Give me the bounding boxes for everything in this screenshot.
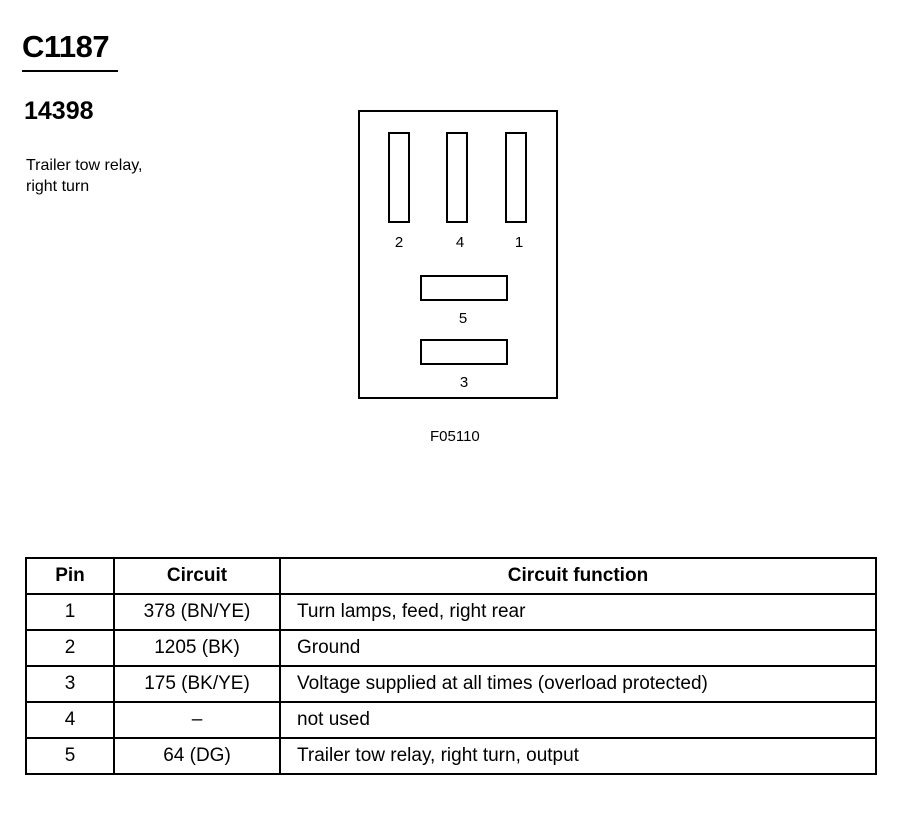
- connector-title: C1187: [22, 29, 110, 64]
- cell-pin: 4: [25, 701, 115, 739]
- table-row: 1 378 (BN/YE) Turn lamps, feed, right re…: [25, 593, 877, 631]
- description-line: Trailer tow relay,: [26, 157, 143, 174]
- cell-pin: 2: [25, 629, 115, 667]
- cell-function: Ground: [279, 629, 877, 667]
- table-row: 5 64 (DG) Trailer tow relay, right turn,…: [25, 737, 877, 775]
- table-header-row: Pin Circuit Circuit function: [25, 557, 877, 595]
- figure-code: F05110: [430, 428, 480, 445]
- cell-pin: 5: [25, 737, 115, 775]
- table-row: 3 175 (BK/YE) Voltage supplied at all ti…: [25, 665, 877, 703]
- pin-label-top-middle: 4: [455, 234, 465, 251]
- pinout-table: Pin Circuit Circuit function 1 378 (BN/Y…: [25, 557, 877, 775]
- connector-face-diagram: 2 4 1 5 3: [358, 110, 558, 399]
- header-pin: Pin: [25, 557, 115, 595]
- title-underline: [22, 70, 118, 72]
- cell-function: Voltage supplied at all times (overload …: [279, 665, 877, 703]
- cell-function: Trailer tow relay, right turn, output: [279, 737, 877, 775]
- cell-pin: 3: [25, 665, 115, 703]
- connector-description: Trailer tow relay, right turn: [26, 155, 142, 197]
- pin-label-top-right: 1: [514, 234, 524, 251]
- pin-slot-bottom: [420, 339, 508, 365]
- pin-slot-top-right: [505, 132, 527, 223]
- pin-label-bottom: 3: [459, 374, 469, 391]
- cell-circuit: 175 (BK/YE): [113, 665, 281, 703]
- table-row: 2 1205 (BK) Ground: [25, 629, 877, 667]
- cell-function: Turn lamps, feed, right rear: [279, 593, 877, 631]
- pin-label-top-left: 2: [394, 234, 404, 251]
- description-line: right turn: [26, 178, 90, 195]
- header-circuit-function: Circuit function: [279, 557, 877, 595]
- header-circuit: Circuit: [113, 557, 281, 595]
- pin-slot-top-left: [388, 132, 410, 223]
- cell-circuit: 378 (BN/YE): [113, 593, 281, 631]
- pin-slot-top-middle: [446, 132, 468, 223]
- cell-circuit: 1205 (BK): [113, 629, 281, 667]
- part-number: 14398: [24, 97, 94, 125]
- cell-circuit: –: [113, 701, 281, 739]
- cell-pin: 1: [25, 593, 115, 631]
- cell-circuit: 64 (DG): [113, 737, 281, 775]
- pin-slot-middle: [420, 275, 508, 301]
- table-row: 4 – not used: [25, 701, 877, 739]
- cell-function: not used: [279, 701, 877, 739]
- pin-label-middle: 5: [458, 310, 468, 327]
